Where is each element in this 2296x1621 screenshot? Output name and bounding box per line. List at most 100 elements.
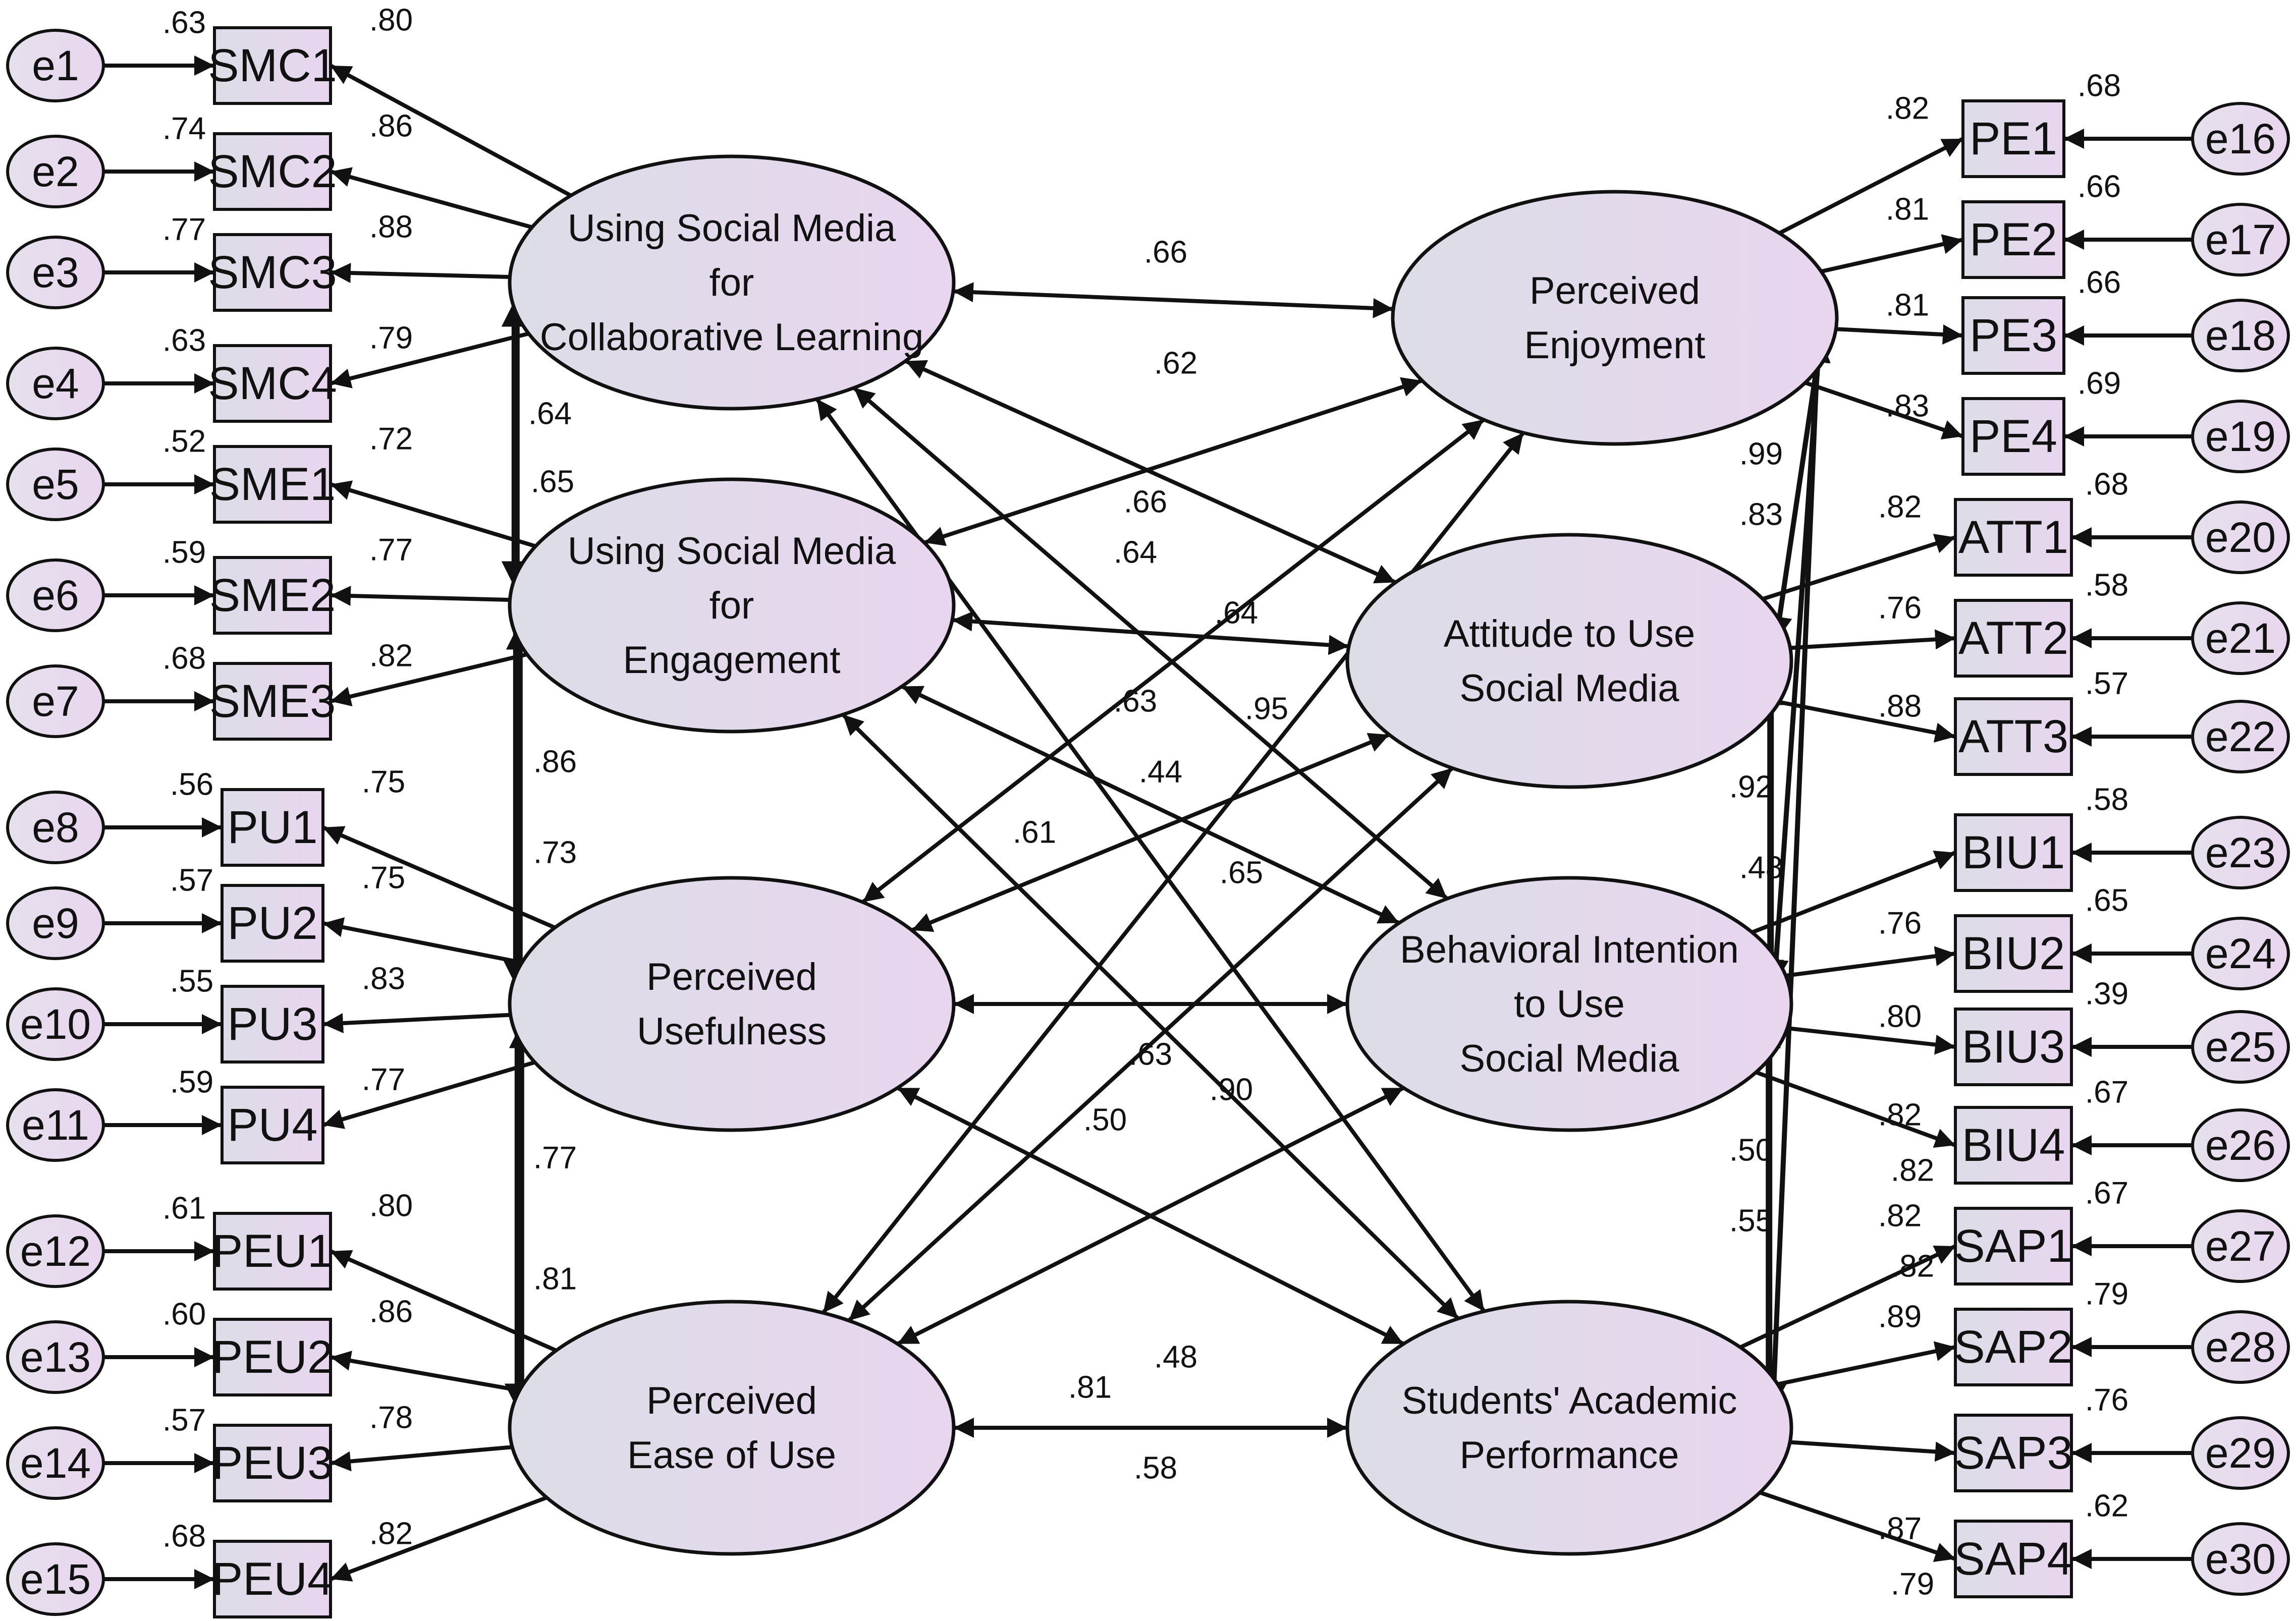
indicator-box xyxy=(213,662,332,741)
indicator-peu1: PEU1 xyxy=(212,1212,333,1291)
error-e18: e18 xyxy=(2191,299,2290,372)
error-e5: e5 xyxy=(6,448,105,521)
loading-label: .82 xyxy=(369,639,413,674)
error-label: e5 xyxy=(32,461,79,508)
loading-label: .82 xyxy=(1886,91,1929,126)
latent-label-line: Behavioral Intention xyxy=(1400,928,1739,971)
indicator-pe3: PE3 xyxy=(1961,296,2065,375)
loading-label: .76 xyxy=(1878,591,1922,626)
r2-label: .57 xyxy=(2085,666,2128,701)
indicator-biu1: BIU1 xyxy=(1954,813,2073,892)
loading-label: .77 xyxy=(369,533,413,568)
error-e10: e10 xyxy=(6,987,105,1061)
indicator-box xyxy=(1954,1106,2073,1185)
correlation-label: .66 xyxy=(1124,485,1167,520)
indicator-label: SAP2 xyxy=(1954,1321,2072,1373)
indicator-label: SMC2 xyxy=(208,146,337,197)
extra-loading-label: .82 xyxy=(1891,1249,1934,1284)
indicator-peu2: PEU2 xyxy=(212,1318,333,1396)
error-e2: e2 xyxy=(6,135,105,208)
latent-label-line: Using Social Media xyxy=(568,207,896,250)
latent-ellipse xyxy=(1345,1300,1793,1556)
r2-label: .68 xyxy=(162,1519,206,1554)
loading-label: .77 xyxy=(362,1063,405,1097)
loading-arrow xyxy=(322,1013,511,1034)
error-ellipse xyxy=(2191,400,2290,473)
indicator-box xyxy=(213,1540,332,1618)
extra-loading-label: .82 xyxy=(1891,1153,1934,1188)
latent-label-line: to Use xyxy=(1514,983,1625,1026)
indicator-peu3: PEU3 xyxy=(212,1424,333,1502)
latent-label-line: for xyxy=(709,261,754,304)
loading-label: .82 xyxy=(1878,1098,1922,1133)
indicator-label: SME2 xyxy=(209,570,336,621)
loading-arrow xyxy=(330,64,572,198)
loading-label: .80 xyxy=(369,1189,413,1223)
indicator-box xyxy=(1961,296,2065,375)
r2-label: .69 xyxy=(2078,366,2121,401)
indicator-label: PEU3 xyxy=(212,1437,333,1489)
loading-label: .82 xyxy=(1878,490,1922,525)
loading-arrow xyxy=(1821,234,1963,273)
indicator-box xyxy=(221,985,324,1064)
indicator-label: ATT2 xyxy=(1958,612,2068,664)
r2-label: .63 xyxy=(162,6,206,40)
indicator-box xyxy=(1954,498,2073,577)
indicator-label: SAP1 xyxy=(1954,1220,2072,1272)
indicator-label: PE1 xyxy=(1970,113,2057,164)
latent-label-line: Ease of Use xyxy=(627,1434,836,1477)
indicator-label: ATT1 xyxy=(1958,512,2068,563)
loading-label: .86 xyxy=(369,1295,413,1329)
correlation-pu-sap xyxy=(896,1086,1405,1346)
latent-label-line: Enjoyment xyxy=(1524,324,1705,367)
error-ellipse xyxy=(6,1542,105,1616)
indicator-sme1: SME1 xyxy=(209,445,336,524)
correlation-label: .62 xyxy=(1154,346,1197,381)
error-label: e21 xyxy=(2205,614,2276,662)
loading-arrow xyxy=(330,586,510,606)
r2-label: .58 xyxy=(2085,568,2128,603)
r2-label: .67 xyxy=(2085,1176,2128,1211)
indicator-box xyxy=(1954,1414,2073,1492)
correlation-label: .63 xyxy=(1129,1037,1172,1072)
correlation-label: .92 xyxy=(1729,770,1773,805)
indicator-box xyxy=(1954,1207,2073,1285)
error-ellipse xyxy=(6,664,105,738)
indicator-label: PE2 xyxy=(1970,214,2057,265)
indicator-box xyxy=(221,884,324,963)
error-label: e25 xyxy=(2205,1023,2276,1071)
r2-label: .76 xyxy=(2085,1383,2128,1418)
r2-label: .58 xyxy=(2085,782,2128,817)
r2-label: .39 xyxy=(2085,977,2128,1012)
correlation-label: .55 xyxy=(1729,1204,1773,1239)
correlation-label: .73 xyxy=(533,835,577,870)
indicator-peu4: PEU4 xyxy=(212,1540,333,1618)
indicator-box xyxy=(213,445,332,524)
loading-arrow xyxy=(1790,629,1956,650)
error-label: e10 xyxy=(20,1000,91,1048)
error-ellipse xyxy=(6,347,105,420)
loading-label: .87 xyxy=(1878,1512,1922,1546)
latent-label-line: Using Social Media xyxy=(568,530,896,573)
error-ellipse xyxy=(2191,299,2290,372)
error-e6: e6 xyxy=(6,558,105,632)
error-label: e23 xyxy=(2205,829,2276,876)
loading-label: .89 xyxy=(1878,1300,1922,1334)
latent-label-line: Attitude to Use xyxy=(1444,612,1696,655)
indicator-att2: ATT2 xyxy=(1954,599,2073,678)
loading-arrow xyxy=(1759,1490,1956,1562)
error-e16: e16 xyxy=(2191,102,2290,176)
error-e20: e20 xyxy=(2191,500,2290,574)
latent-ellipse xyxy=(1391,190,1839,446)
r2-label: .55 xyxy=(170,964,213,999)
error-label: e16 xyxy=(2205,115,2276,162)
indicator-box xyxy=(213,1318,332,1396)
indicator-box xyxy=(213,344,332,423)
indicator-label: SME3 xyxy=(209,676,336,727)
loading-arrow xyxy=(330,331,529,388)
error-e24: e24 xyxy=(2191,917,2290,990)
